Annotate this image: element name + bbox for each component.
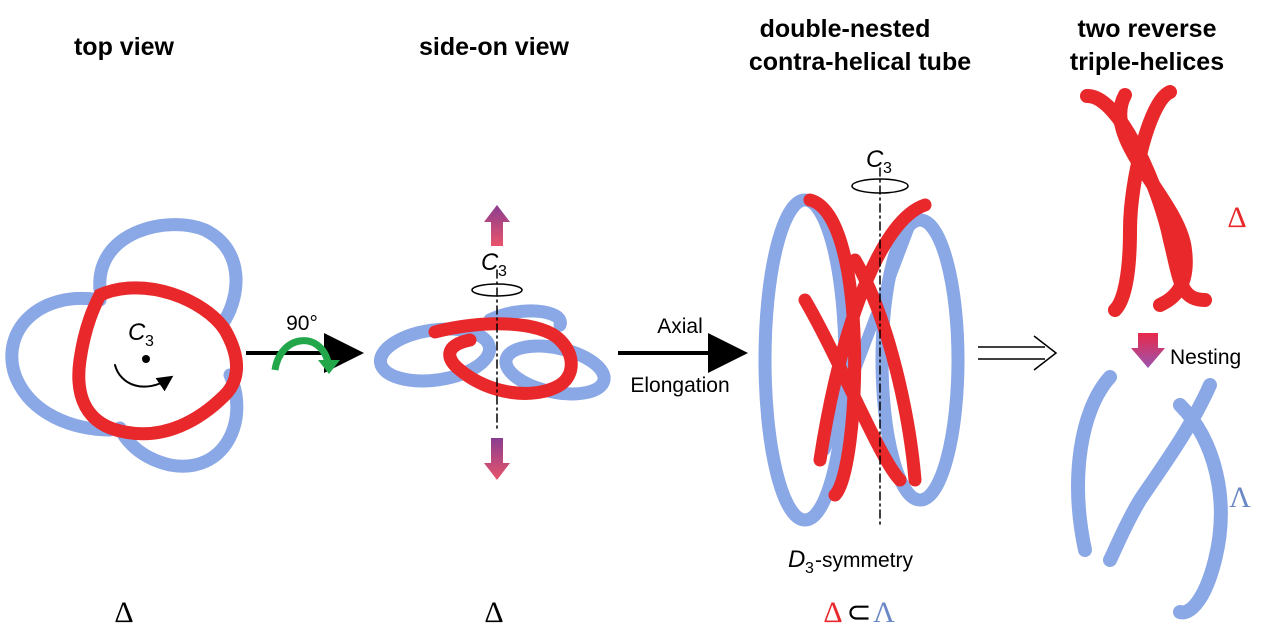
d3-symmetry-label: -symmetry — [815, 549, 913, 572]
blue-helix-strand-3 — [1173, 398, 1228, 620]
rotation-curl-head-icon — [318, 360, 340, 374]
delta-symbol-side-view: Δ — [484, 596, 503, 629]
tube-blue-diagonal — [819, 219, 916, 456]
heading-tube-line2: contra-helical tube — [749, 48, 971, 76]
subset-symbol-tube: ⊂ — [846, 596, 871, 629]
d3-letter: D — [788, 546, 805, 573]
tube-red-base — [798, 293, 907, 487]
blue-helix-strand-2 — [1103, 378, 1217, 567]
delta-symbol-helix: Δ — [1227, 201, 1246, 234]
elongation-label: Elongation — [630, 374, 729, 397]
side-blue-ring-back — [483, 304, 567, 332]
c3-sub-tube: 3 — [883, 160, 892, 177]
c3-label-tube: C — [866, 146, 884, 173]
tube-red-left — [803, 193, 862, 502]
trefoil-loop-right — [113, 368, 244, 473]
delta-symbol-top-view: Δ — [114, 596, 133, 629]
nested-tube — [758, 167, 965, 529]
red-helix-strand-3 — [1113, 88, 1193, 312]
rotation-direction-arrow — [114, 364, 174, 392]
heading-top-view: top view — [74, 33, 175, 61]
side-red-band — [428, 317, 578, 400]
c3-label-side: C — [481, 249, 499, 276]
blue-triple-helix — [1071, 370, 1228, 620]
nesting-label: Nesting — [1170, 346, 1241, 369]
nesting-arrow-icon — [1131, 333, 1165, 368]
trefoil-inner-red — [72, 281, 244, 441]
red-helix-strand-2 — [1108, 85, 1177, 317]
trefoil-side-view — [373, 269, 611, 431]
trefoil-loop-top — [93, 218, 243, 327]
heading-helices-line2: triple-helices — [1070, 48, 1224, 76]
c3-axis-dot — [142, 355, 150, 363]
implies-arrow-icon — [978, 335, 1058, 371]
arrow-up-icon — [484, 205, 510, 246]
lambda-symbol-tube: Λ — [873, 596, 895, 629]
rotation-curl-icon — [271, 337, 332, 371]
delta-symbol-tube: Δ — [823, 596, 842, 629]
side-rotation-circle — [471, 283, 523, 297]
tube-blue-right — [875, 213, 965, 507]
tube-red-diag2 — [848, 253, 922, 487]
c3-label-top: C — [128, 319, 146, 346]
c3-sub-top: 3 — [145, 333, 154, 350]
lambda-symbol-helix: Λ — [1229, 481, 1251, 514]
arrow-down-icon — [484, 438, 510, 480]
c3-sub-side: 3 — [498, 263, 507, 280]
heading-side-view: side-on view — [419, 33, 570, 61]
heading-tube-line1: double-nested — [760, 15, 931, 43]
trefoil-top-view — [5, 218, 244, 473]
d3-subscript: 3 — [805, 560, 814, 577]
blue-helix-strand-1 — [1071, 370, 1117, 557]
trefoil-loop-left — [5, 292, 117, 437]
axial-label: Axial — [657, 315, 703, 338]
heading-helices-line1: two reverse — [1078, 15, 1217, 43]
rotation-label: 90° — [286, 312, 318, 335]
tube-rotation-circle — [851, 178, 909, 194]
red-triple-helix — [1080, 85, 1212, 317]
